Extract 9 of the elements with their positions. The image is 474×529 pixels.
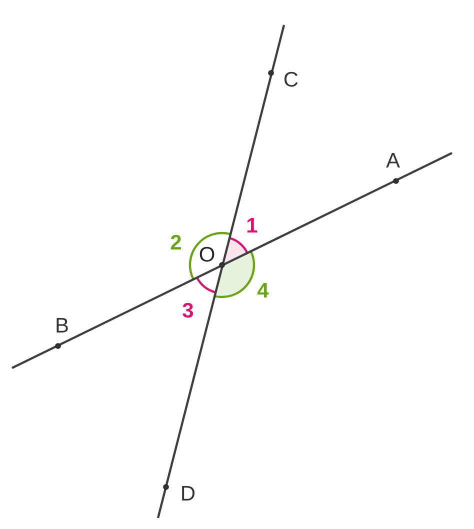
point-label: C [283,70,299,90]
point-label: O [198,244,216,266]
point-label: B [55,316,69,336]
angle-number: 1 [246,216,258,236]
angle-number: 4 [257,280,269,302]
point-label: D [180,484,196,504]
angle-number: 2 [170,232,182,254]
point-label: A [386,150,400,172]
angle-number: 3 [182,300,194,322]
